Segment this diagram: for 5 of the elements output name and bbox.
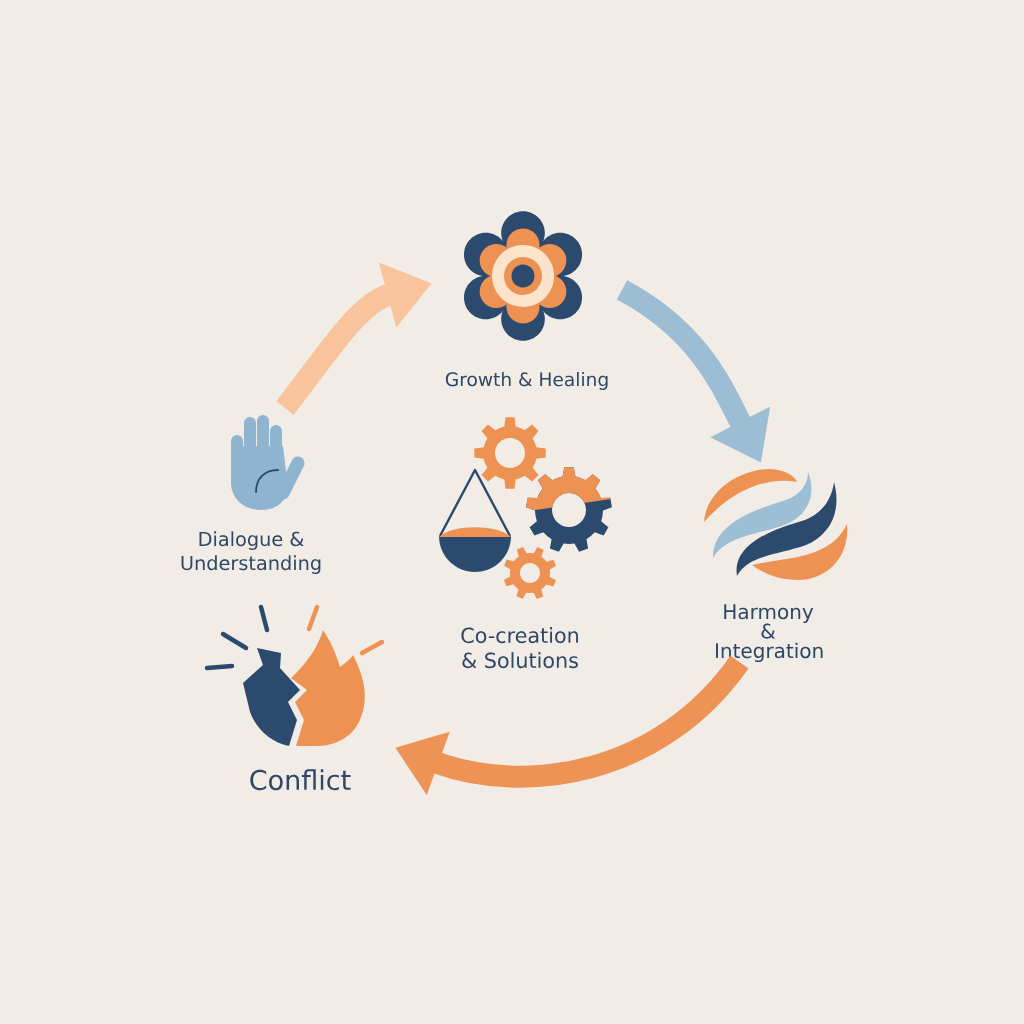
stage-label: Co-creation & Solutions <box>461 627 578 669</box>
stage-label: Growth & Healing <box>445 371 608 390</box>
stage-label: Dialogue & Understanding <box>181 531 321 574</box>
stage-label: Harmony & Integration <box>715 604 823 663</box>
stage-label: Conflict <box>250 769 351 791</box>
